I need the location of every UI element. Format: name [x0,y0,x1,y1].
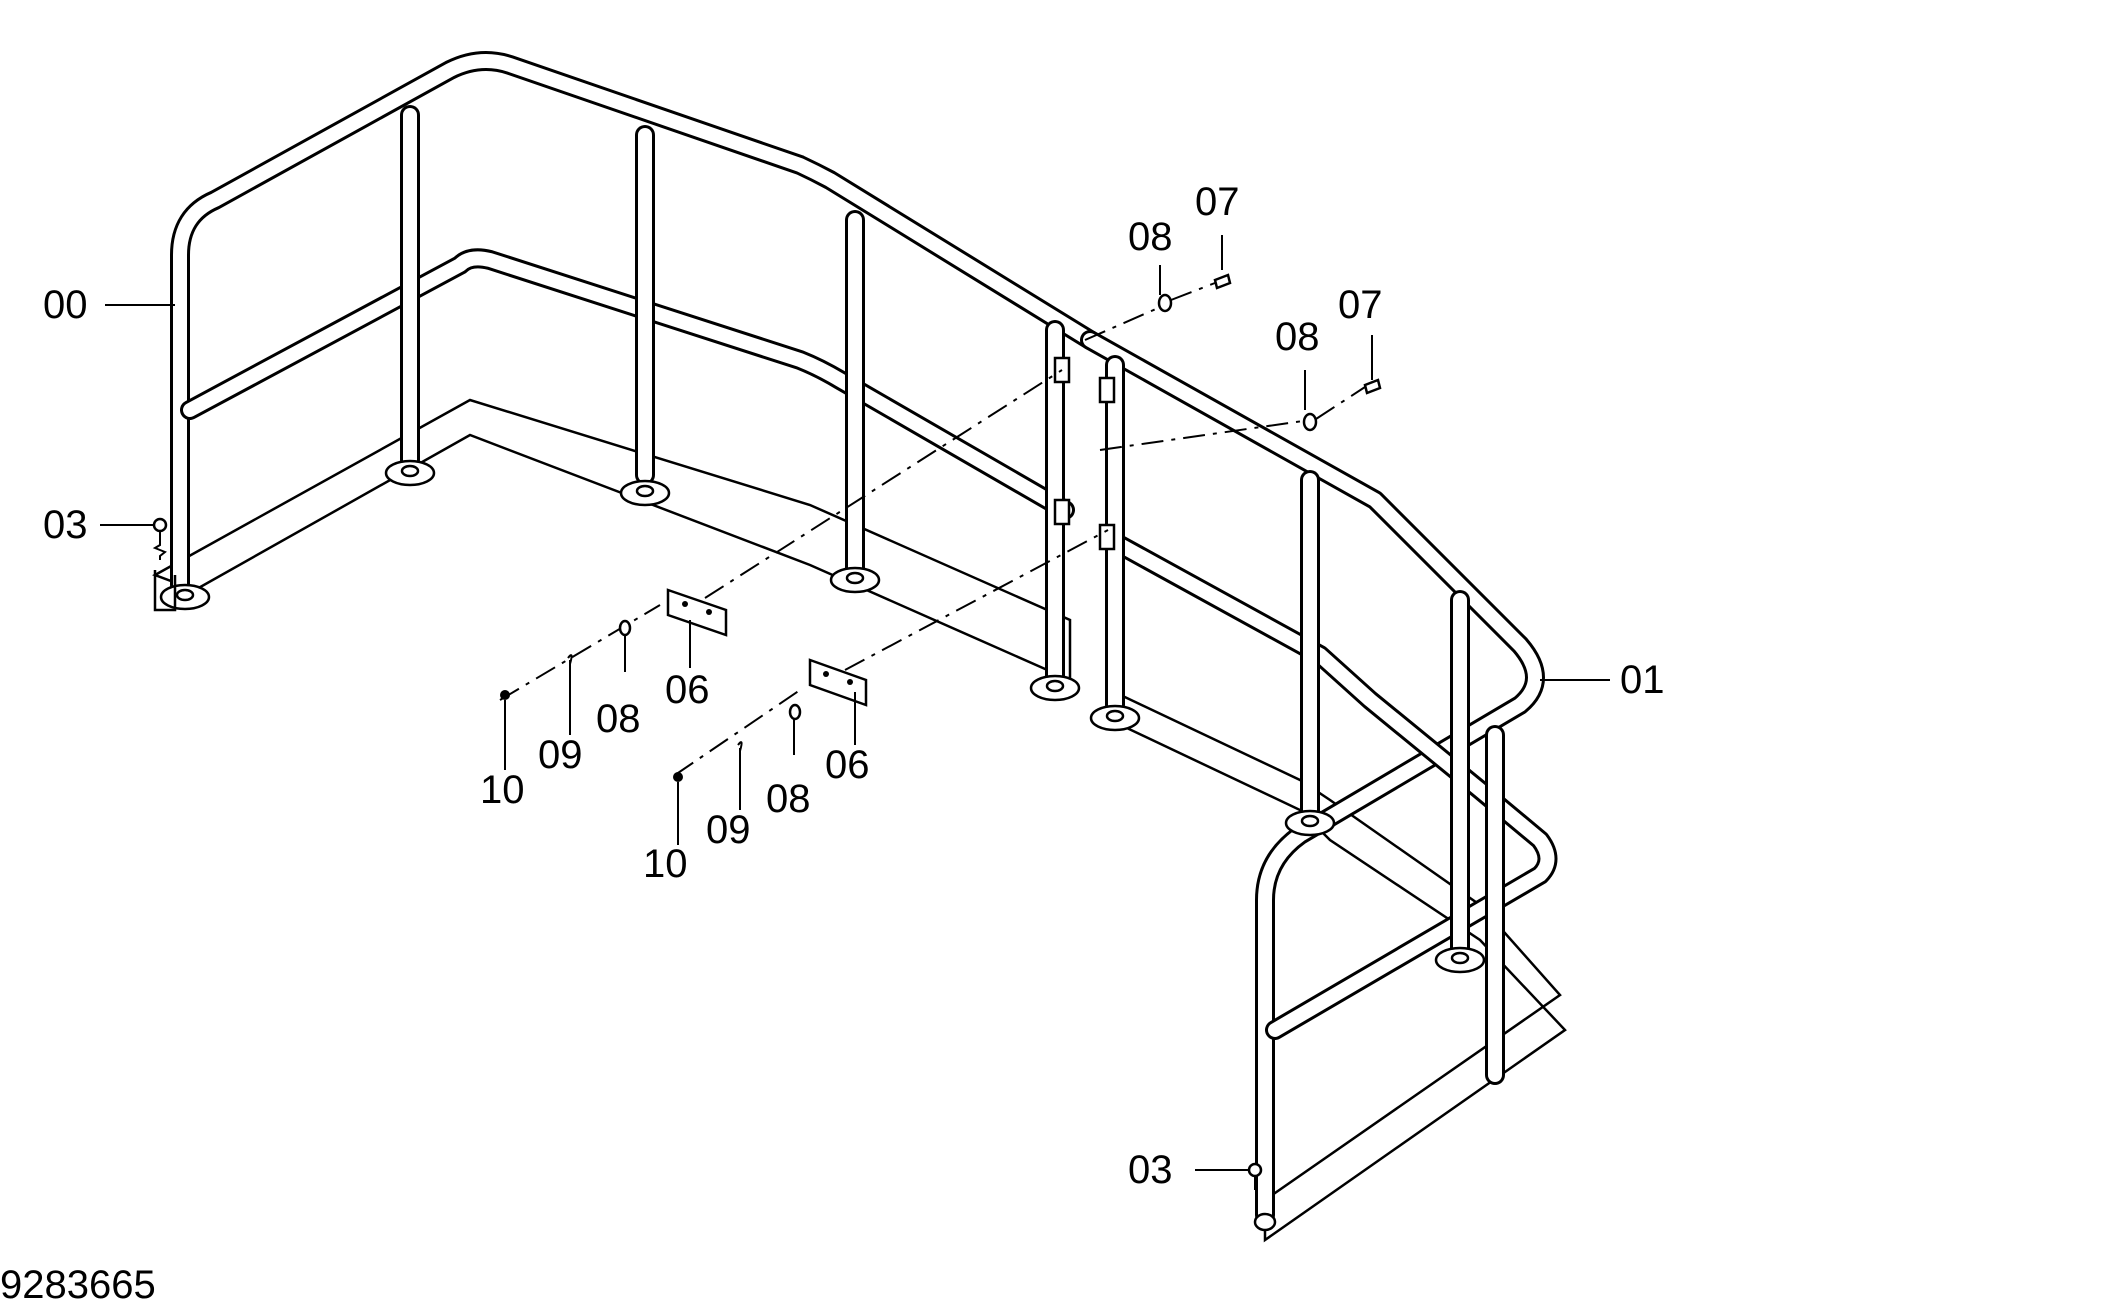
callout-08-a: 08 [1128,215,1173,259]
callout-08-b: 08 [1275,315,1320,359]
washer-08-c [618,619,632,637]
mount-tab-upper-01 [1098,376,1116,404]
post-feet-00 [159,459,1081,702]
mount-tab-lower-01 [1098,523,1116,551]
callout-08-d: 08 [766,777,811,821]
screw-03-right [1247,1162,1263,1190]
callout-07-a: 07 [1195,180,1240,224]
callout-01: 01 [1620,658,1665,702]
washer-08-d [788,703,802,721]
callout-10-b: 10 [643,842,688,886]
bolt-07-b [1363,378,1382,395]
washer-08-a [1157,293,1173,313]
handrail-assembly-00 [152,51,1100,702]
callout-09-a: 09 [538,733,583,777]
mount-tab-lower-00 [1053,498,1071,526]
callout-03-right: 03 [1128,1148,1173,1192]
callout-10-a: 10 [480,768,525,812]
callout-08-c: 08 [596,697,641,741]
callout-labels: 00 01 03 03 07 07 08 08 06 06 08 08 09 0… [0,180,1665,1307]
post-feet-01 [1089,704,1486,1232]
mid-rail-00 [180,248,1075,520]
splice-plate-06-a [499,369,1063,701]
splice-plate-06-b [673,529,1109,782]
nut-10-a [500,690,510,700]
fastener-set-upper [1084,273,1382,451]
callout-09-b: 09 [706,808,751,852]
end-bracket-left [153,570,177,612]
callout-00: 00 [43,283,88,327]
callout-06-a: 06 [665,668,710,712]
callout-07-b: 07 [1338,283,1383,327]
posts-00 [400,105,1065,690]
bolt-07-a [1213,273,1232,290]
leader-lines [100,235,1610,1171]
handrail-assembly-01 [1080,330,1567,1243]
callout-03-left: 03 [43,503,88,547]
drawing-number: 9283665 [0,1263,156,1307]
screw-03-left [152,517,168,560]
callout-06-b: 06 [825,743,870,787]
nut-10-b [673,772,683,782]
washer-08-b [1302,412,1318,432]
